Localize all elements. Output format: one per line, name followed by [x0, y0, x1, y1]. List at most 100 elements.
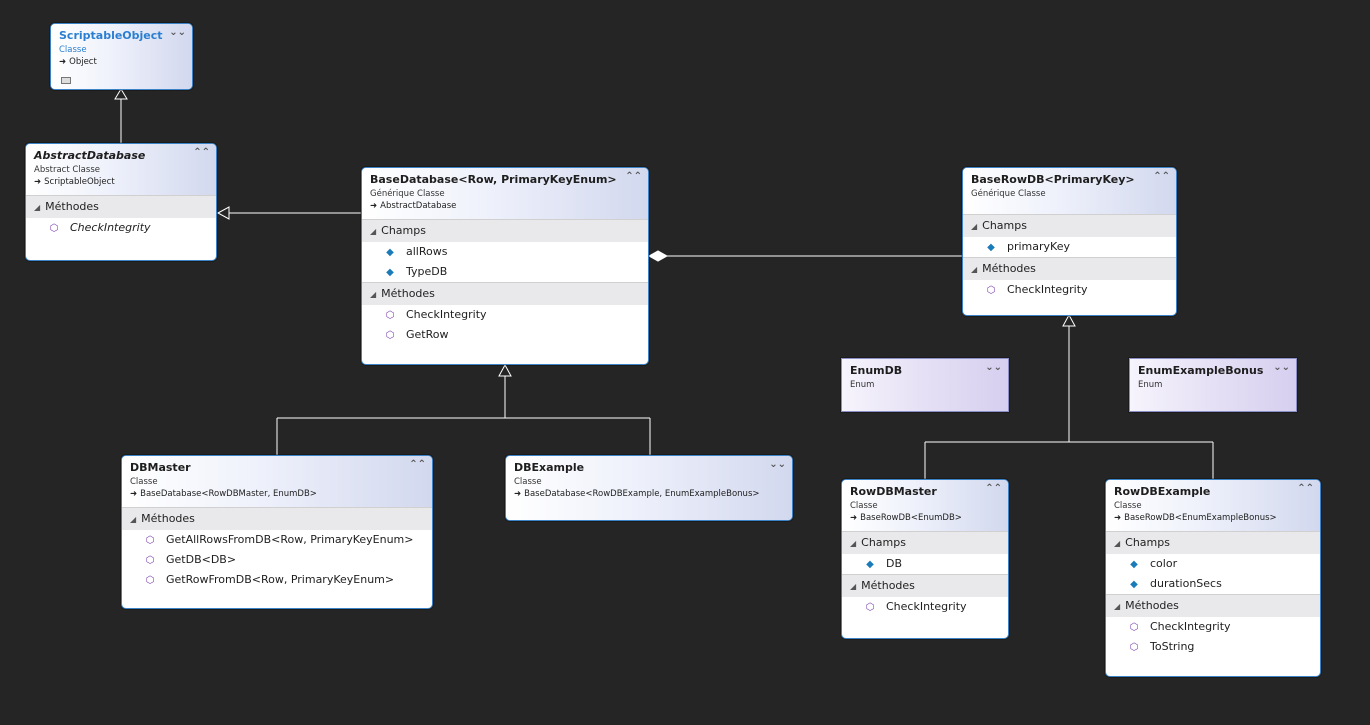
class-kind: Classe: [850, 501, 878, 511]
collapse-chevron-icon[interactable]: ⌃⌃: [1297, 483, 1314, 494]
field-item[interactable]: ◆color: [1106, 554, 1320, 574]
inherit-arrow-scriptable: [114, 88, 128, 100]
method-item[interactable]: ⬡CheckIntegrity: [1106, 617, 1320, 637]
section-fields[interactable]: ◢Champs: [963, 214, 1176, 237]
section-methods[interactable]: ◢Méthodes: [26, 195, 216, 218]
class-title: RowDBMaster: [850, 485, 937, 498]
collapse-triangle-icon: ◢: [971, 265, 978, 274]
expand-chevron-icon[interactable]: ⌄⌄: [985, 362, 1002, 373]
section-methods[interactable]: ◢Méthodes: [122, 507, 432, 530]
base-type: ➜BaseDatabase<RowDBExample, EnumExampleB…: [514, 489, 760, 499]
base-type: ➜AbstractDatabase: [370, 201, 457, 211]
inherit-icon: ➜: [850, 513, 858, 523]
collapsed-members-icon: [59, 69, 184, 88]
inherit-icon: ➜: [34, 177, 42, 187]
section-methods[interactable]: ◢Méthodes: [963, 257, 1176, 280]
section-methods[interactable]: ◢Méthodes: [1106, 594, 1320, 617]
composition-diamond: [647, 250, 669, 262]
inherit-arrow-abstract: [216, 206, 230, 220]
section-methods[interactable]: ◢Méthodes: [842, 574, 1008, 597]
class-title: BaseDatabase<Row, PrimaryKeyEnum>: [370, 173, 617, 186]
collapse-triangle-icon: ◢: [130, 515, 137, 524]
field-item[interactable]: ◆DB: [842, 554, 1008, 574]
class-baserowdb[interactable]: BaseRowDB<PrimaryKey> Générique Classe ⌃…: [962, 167, 1177, 316]
class-title: DBExample: [514, 461, 585, 474]
inherit-arrow-baserowdb: [1062, 313, 1076, 327]
method-cube-icon: ⬡: [49, 223, 59, 234]
collapse-chevron-icon[interactable]: ⌃⌃: [193, 147, 210, 158]
collapse-chevron-icon[interactable]: ⌃⌃: [985, 483, 1002, 494]
inherit-icon: ➜: [1114, 513, 1122, 523]
enum-title: EnumExampleBonus: [1138, 364, 1264, 377]
collapse-triangle-icon: ◢: [850, 539, 857, 548]
method-item[interactable]: ⬡ToString: [1106, 637, 1320, 657]
enum-enumdb[interactable]: EnumDB Enum ⌄⌄: [841, 358, 1009, 412]
class-title: AbstractDatabase: [34, 149, 146, 162]
enum-title: EnumDB: [850, 364, 903, 377]
field-icon: ◆: [386, 247, 394, 258]
field-item[interactable]: ◆allRows: [362, 242, 648, 262]
enum-kind: Enum: [850, 380, 875, 390]
inherit-arrow-basedb: [498, 363, 512, 377]
expand-chevron-icon[interactable]: ⌄⌄: [769, 459, 786, 470]
class-dbexample[interactable]: DBExample Classe ➜BaseDatabase<RowDBExam…: [505, 455, 793, 521]
collapse-chevron-icon[interactable]: ⌃⌃: [409, 459, 426, 470]
class-kind: Générique Classe: [971, 189, 1046, 199]
method-item[interactable]: ⬡CheckIntegrity: [362, 305, 648, 325]
method-item[interactable]: ⬡CheckIntegrity: [26, 218, 216, 238]
section-fields[interactable]: ◢Champs: [842, 531, 1008, 554]
method-cube-icon: ⬡: [145, 535, 155, 546]
class-basedatabase[interactable]: BaseDatabase<Row, PrimaryKeyEnum> Généri…: [361, 167, 649, 365]
collapse-triangle-icon: ◢: [370, 290, 377, 299]
expand-chevron-icon[interactable]: ⌄⌄: [1273, 362, 1290, 373]
class-rowdbexample[interactable]: RowDBExample Classe ➜BaseRowDB<EnumExamp…: [1105, 479, 1321, 677]
method-item[interactable]: ⬡GetRow: [362, 325, 648, 345]
class-kind: Classe: [1114, 501, 1142, 511]
class-dbmaster[interactable]: DBMaster Classe ➜BaseDatabase<RowDBMaste…: [121, 455, 433, 609]
collapse-chevron-icon[interactable]: ⌃⌃: [1153, 171, 1170, 182]
inherit-icon: ➜: [370, 201, 378, 211]
field-icon: ◆: [866, 559, 874, 570]
base-type: ➜Object: [59, 57, 97, 67]
collapse-chevron-icon[interactable]: ⌃⌃: [625, 171, 642, 182]
method-cube-icon: ⬡: [145, 555, 155, 566]
field-item[interactable]: ◆durationSecs: [1106, 574, 1320, 594]
method-item[interactable]: ⬡GetRowFromDB<Row, PrimaryKeyEnum>: [122, 570, 432, 590]
class-scriptableobject[interactable]: ScriptableObject Classe ➜Object ⌄⌄: [50, 23, 193, 90]
base-type: ➜BaseRowDB<EnumExampleBonus>: [1114, 513, 1277, 523]
collapse-triangle-icon: ◢: [1114, 602, 1121, 611]
method-item[interactable]: ⬡CheckIntegrity: [963, 280, 1176, 300]
class-kind: Générique Classe: [370, 189, 445, 199]
class-title: RowDBExample: [1114, 485, 1211, 498]
class-abstractdatabase[interactable]: AbstractDatabase Abstract Classe ➜Script…: [25, 143, 217, 261]
field-icon: ◆: [386, 267, 394, 278]
collapse-triangle-icon: ◢: [370, 227, 377, 236]
method-item[interactable]: ⬡GetAllRowsFromDB<Row, PrimaryKeyEnum>: [122, 530, 432, 550]
class-kind: Classe: [130, 477, 158, 487]
base-type: ➜ScriptableObject: [34, 177, 115, 187]
method-cube-icon: ⬡: [385, 330, 395, 341]
class-title: BaseRowDB<PrimaryKey>: [971, 173, 1135, 186]
collapse-triangle-icon: ◢: [34, 203, 41, 212]
method-item[interactable]: ⬡GetDB<DB>: [122, 550, 432, 570]
inherit-icon: ➜: [59, 57, 67, 67]
section-fields[interactable]: ◢Champs: [1106, 531, 1320, 554]
method-cube-icon: ⬡: [145, 575, 155, 586]
inherit-icon: ➜: [514, 489, 522, 499]
enum-enumexamplebonus[interactable]: EnumExampleBonus Enum ⌄⌄: [1129, 358, 1297, 412]
field-icon: ◆: [987, 242, 995, 253]
method-cube-icon: ⬡: [1129, 642, 1139, 653]
collapse-triangle-icon: ◢: [971, 222, 978, 231]
method-cube-icon: ⬡: [1129, 622, 1139, 633]
inherit-icon: ➜: [130, 489, 138, 499]
section-fields[interactable]: ◢Champs: [362, 219, 648, 242]
class-rowdbmaster[interactable]: RowDBMaster Classe ➜BaseRowDB<EnumDB> ⌃⌃…: [841, 479, 1009, 639]
expand-chevron-icon[interactable]: ⌄⌄: [169, 27, 186, 38]
collapse-triangle-icon: ◢: [1114, 539, 1121, 548]
method-cube-icon: ⬡: [986, 285, 996, 296]
method-item[interactable]: ⬡CheckIntegrity: [842, 597, 1008, 617]
section-methods[interactable]: ◢Méthodes: [362, 282, 648, 305]
field-item[interactable]: ◆primaryKey: [963, 237, 1176, 257]
class-kind: Abstract Classe: [34, 165, 100, 175]
field-item[interactable]: ◆TypeDB: [362, 262, 648, 282]
